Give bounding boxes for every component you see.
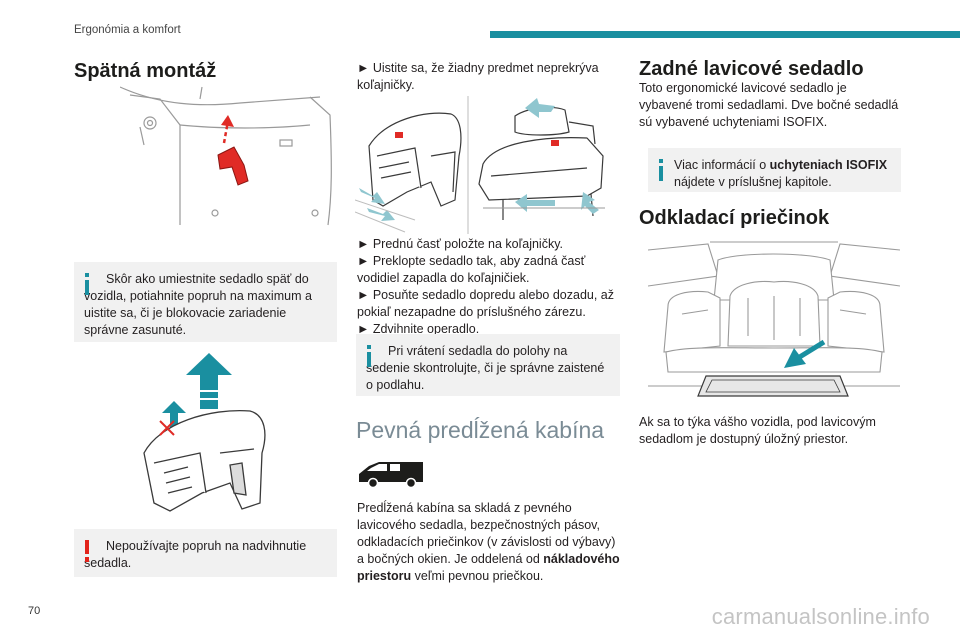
- warning-icon: [85, 540, 89, 562]
- info-note-text: Skôr ako umiestnite sedadlo späť do vozi…: [84, 272, 312, 337]
- warning-note: Nepoužívajte popruh na nadvihnutie sedad…: [74, 529, 337, 577]
- header-accent-bar: [490, 31, 960, 38]
- watermark: carmanualsonline.info: [711, 604, 930, 629]
- info-note-strap: Skôr ako umiestnite sedadlo späť do vozi…: [74, 262, 337, 342]
- info-note-text: Viac informácií o: [674, 158, 770, 172]
- info-icon: [367, 345, 371, 367]
- illustration-seat-lift-arrow: [143, 353, 266, 512]
- info-note-isofix: Viac informácií o uchyteniach ISOFIX náj…: [648, 148, 901, 192]
- van-icon: [359, 462, 423, 488]
- warning-note-text: Nepoužívajte popruh na nadvihnutie sedad…: [84, 539, 307, 570]
- paragraph-bold-text: nákladového priestoru: [357, 552, 620, 583]
- step-item: ► Posuňte sedadlo dopredu alebo dozadu, …: [357, 288, 615, 319]
- step-item: ► Preklopte sedadlo tak, aby zadná časť …: [357, 254, 586, 285]
- extended-cab-paragraph: Predĺžená kabína sa skladá z pevného lav…: [357, 500, 622, 585]
- step-item: ► Prednú časť položte na koľajničky.: [357, 237, 563, 251]
- title-reassembly: Spätná montáž: [74, 60, 217, 82]
- paragraph-text: Predĺžená kabína sa skladá z pevného lav…: [357, 501, 616, 566]
- info-note-text: Pri vrátení sedadla do polohy na sedenie…: [366, 344, 605, 392]
- page-number: 70: [28, 605, 41, 617]
- title-rear-bench: Zadné lavicové sedadlo: [639, 58, 864, 80]
- paragraph-text: veľmi pevnou priečkou.: [411, 569, 544, 583]
- illustration-seat-rail-strap: [120, 86, 332, 226]
- title-storage: Odkladací priečinok: [639, 207, 830, 229]
- info-note-bold-text: uchyteniach ISOFIX: [769, 158, 888, 172]
- info-note-return-seat: Pri vrátení sedadla do polohy na sedenie…: [356, 334, 620, 396]
- info-icon: [659, 159, 663, 181]
- info-icon: [85, 273, 89, 295]
- storage-paragraph: Ak sa to týka vášho vozidla, pod lavicov…: [639, 415, 876, 446]
- title-extended-cab: Pevná predĺžená kabína: [356, 417, 605, 443]
- step-item: ► Zdvihnite operadlo.: [357, 322, 480, 336]
- illustration-seat-on-rails: [355, 96, 605, 234]
- info-note-text: nájdete v príslušnej kapitole.: [674, 175, 832, 189]
- steps-list: ► Prednú časť položte na koľajničky. ► P…: [357, 236, 622, 338]
- illustration-bench-storage: [648, 241, 900, 397]
- section-header: Ergonómia a komfort: [74, 24, 181, 36]
- rear-bench-paragraph: Toto ergonomické lavicové sedadlo je vyb…: [639, 81, 899, 129]
- step-check-rails: ► Uistite sa, že žiadny predmet neprekrý…: [357, 61, 599, 92]
